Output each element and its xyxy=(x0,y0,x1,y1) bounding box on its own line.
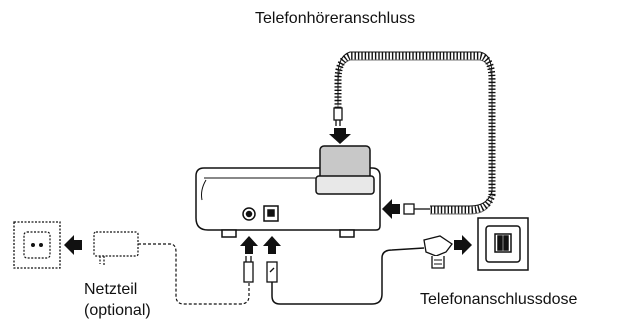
arrow-left-handset-port-icon xyxy=(382,199,400,219)
coiled-cord xyxy=(334,51,496,215)
arrow-down-handset-icon xyxy=(329,128,351,144)
arrow-left-power-outlet-icon xyxy=(64,235,82,255)
phone-line-cable xyxy=(271,247,425,305)
phone-wall-socket xyxy=(477,217,529,271)
phone-socket-label: Telefonanschlussdose xyxy=(420,291,578,308)
arrow-up-line-icon xyxy=(263,236,281,254)
wall-power-outlet xyxy=(13,221,61,269)
power-adapter xyxy=(93,231,139,266)
arrow-right-socket-icon xyxy=(454,235,472,255)
power-cable-dashed xyxy=(138,243,250,305)
handset-cord-plug xyxy=(333,107,343,126)
power-cable-plug xyxy=(243,256,254,283)
arrow-up-power-icon xyxy=(240,236,258,254)
line-cable-plug xyxy=(266,261,278,283)
handset-cord-end-plug xyxy=(403,203,430,215)
optional-label: (optional) xyxy=(84,302,151,319)
handset-port-label: Telefonhöreranschluss xyxy=(255,10,415,27)
tae-plug xyxy=(423,235,453,269)
power-supply-label: Netzteil xyxy=(84,281,137,298)
handset xyxy=(315,145,375,195)
